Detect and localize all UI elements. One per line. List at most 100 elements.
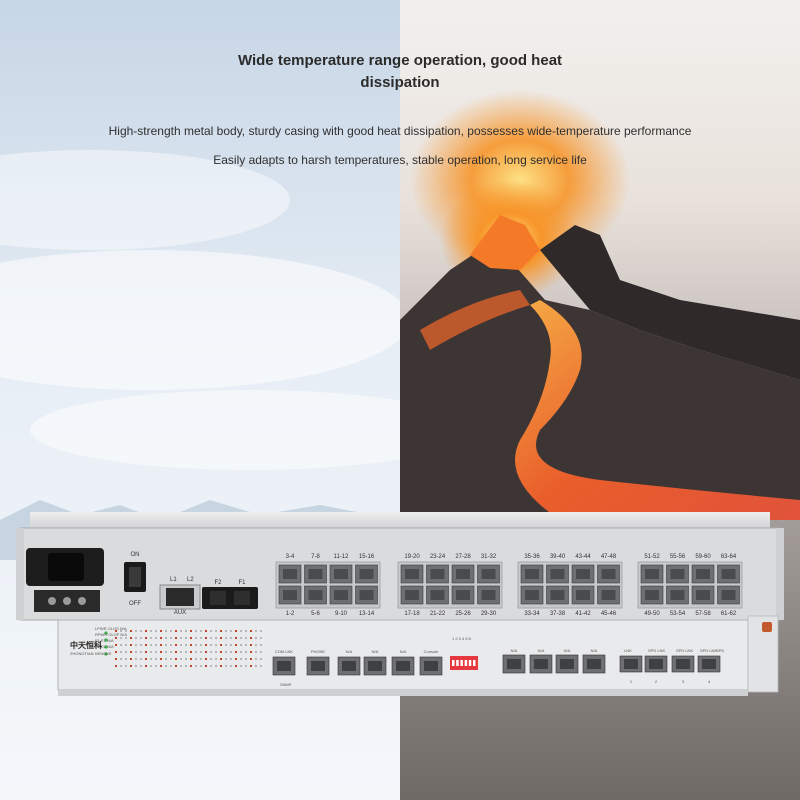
status-led — [220, 630, 222, 632]
dip-switch[interactable] — [450, 656, 478, 670]
lower-port-3[interactable]: N/A — [337, 649, 361, 676]
rj45-port-socket — [283, 569, 297, 579]
lower-port-label: N/A — [346, 649, 353, 654]
status-led — [115, 651, 117, 653]
mid-port-label: N/A — [564, 648, 571, 653]
rj45-port-socket — [342, 661, 356, 671]
port-label-top: 11-12 — [334, 554, 350, 560]
rj45-port-socket — [456, 569, 470, 579]
right-port-number: 1 — [630, 679, 633, 684]
status-led — [120, 644, 122, 646]
status-led — [210, 651, 212, 653]
headline-line-1: Wide temperature range operation, good h… — [237, 52, 563, 69]
lower-port-label: PHONE — [311, 649, 326, 654]
mid-port-4[interactable]: N/A — [582, 648, 606, 674]
port-label-bottom: 37-38 — [550, 611, 566, 617]
rj45-port-socket — [601, 590, 616, 600]
status-led — [215, 651, 217, 653]
dip-switch-lever[interactable] — [464, 660, 468, 666]
dip-switch-lever[interactable] — [460, 660, 463, 666]
lower-port-4[interactable]: N/A — [363, 649, 387, 676]
led-label-4: P2 E2 N/A — [95, 644, 114, 649]
status-led — [230, 658, 232, 660]
port-label-top: 63-64 — [721, 554, 737, 560]
status-led — [175, 644, 177, 646]
status-led — [165, 644, 167, 646]
status-led — [130, 665, 132, 667]
status-led — [160, 665, 162, 667]
power-led — [104, 652, 108, 656]
right-port-4[interactable]: 4 — [697, 655, 721, 684]
dip-switch-lever[interactable] — [468, 660, 472, 666]
led-label-1: LPWR OLOS N/A — [95, 626, 127, 631]
status-led — [260, 665, 262, 667]
status-led — [250, 665, 252, 667]
status-led — [255, 651, 257, 653]
status-led — [125, 644, 127, 646]
port-label-bottom: 45-46 — [601, 611, 617, 617]
lower-port-label: COM LNK — [275, 649, 294, 654]
status-led — [240, 651, 242, 653]
lower-port-1[interactable]: COM LNK — [272, 649, 296, 676]
port-label-bottom: 29-30 — [481, 611, 497, 617]
status-led — [200, 665, 202, 667]
status-led — [185, 644, 187, 646]
power-led — [104, 645, 108, 649]
power-led — [104, 631, 108, 635]
status-led — [185, 658, 187, 660]
status-led — [255, 644, 257, 646]
status-led — [225, 630, 227, 632]
subtext-line-1: High-strength metal body, sturdy casing … — [108, 124, 692, 138]
status-led — [135, 658, 137, 660]
lower-port-label: N/A — [400, 649, 407, 654]
status-led — [245, 658, 247, 660]
port-label-bottom: 33-34 — [524, 611, 540, 617]
rj45-port-socket — [277, 661, 291, 671]
port-label-top: 31-32 — [481, 554, 497, 560]
port-label-bottom: 21-22 — [430, 611, 446, 617]
status-led — [145, 665, 147, 667]
status-led — [220, 665, 222, 667]
status-led — [215, 637, 217, 639]
rj45-port-socket — [334, 569, 348, 579]
status-led — [210, 658, 212, 660]
status-led — [170, 630, 172, 632]
rj45-port-socket — [550, 569, 565, 579]
dip-switch-lever[interactable] — [452, 660, 455, 666]
right-port-3[interactable]: 3 — [671, 655, 695, 684]
dip-switch-lever[interactable] — [456, 660, 459, 666]
right-port-number: 3 — [682, 679, 685, 684]
rj45-port-socket — [649, 659, 663, 669]
status-led — [120, 651, 122, 653]
dip-switch-lever[interactable] — [473, 660, 476, 666]
mid-port-3[interactable]: N/A — [555, 648, 579, 674]
status-led — [215, 658, 217, 660]
right-port-status-label: LNK — [624, 648, 632, 653]
right-port-1[interactable]: 1 — [619, 655, 643, 684]
rj45-port-socket — [587, 659, 601, 669]
lower-port-5[interactable]: N/A — [391, 649, 415, 676]
port-label-top: 59-60 — [695, 554, 711, 560]
status-led — [210, 665, 212, 667]
mid-port-1[interactable]: N/A — [502, 648, 526, 674]
status-led — [180, 630, 182, 632]
right-port-number: 4 — [708, 679, 711, 684]
port-label-bottom: 9-10 — [335, 611, 348, 617]
right-port-2[interactable]: 2 — [644, 655, 668, 684]
lower-port-6[interactable]: Console — [419, 649, 443, 676]
status-led — [200, 658, 202, 660]
lower-port-label: N/A — [372, 649, 379, 654]
port-label-bottom: 53-54 — [670, 611, 686, 617]
status-led — [145, 658, 147, 660]
lower-port-2[interactable]: PHONE — [306, 649, 330, 676]
status-led — [190, 651, 192, 653]
rj45-port-socket — [359, 590, 374, 600]
status-led — [170, 665, 172, 667]
status-led — [245, 665, 247, 667]
status-led — [235, 630, 237, 632]
mid-port-2[interactable]: N/A — [529, 648, 553, 674]
headline: Wide temperature range operation, good h… — [0, 50, 800, 94]
